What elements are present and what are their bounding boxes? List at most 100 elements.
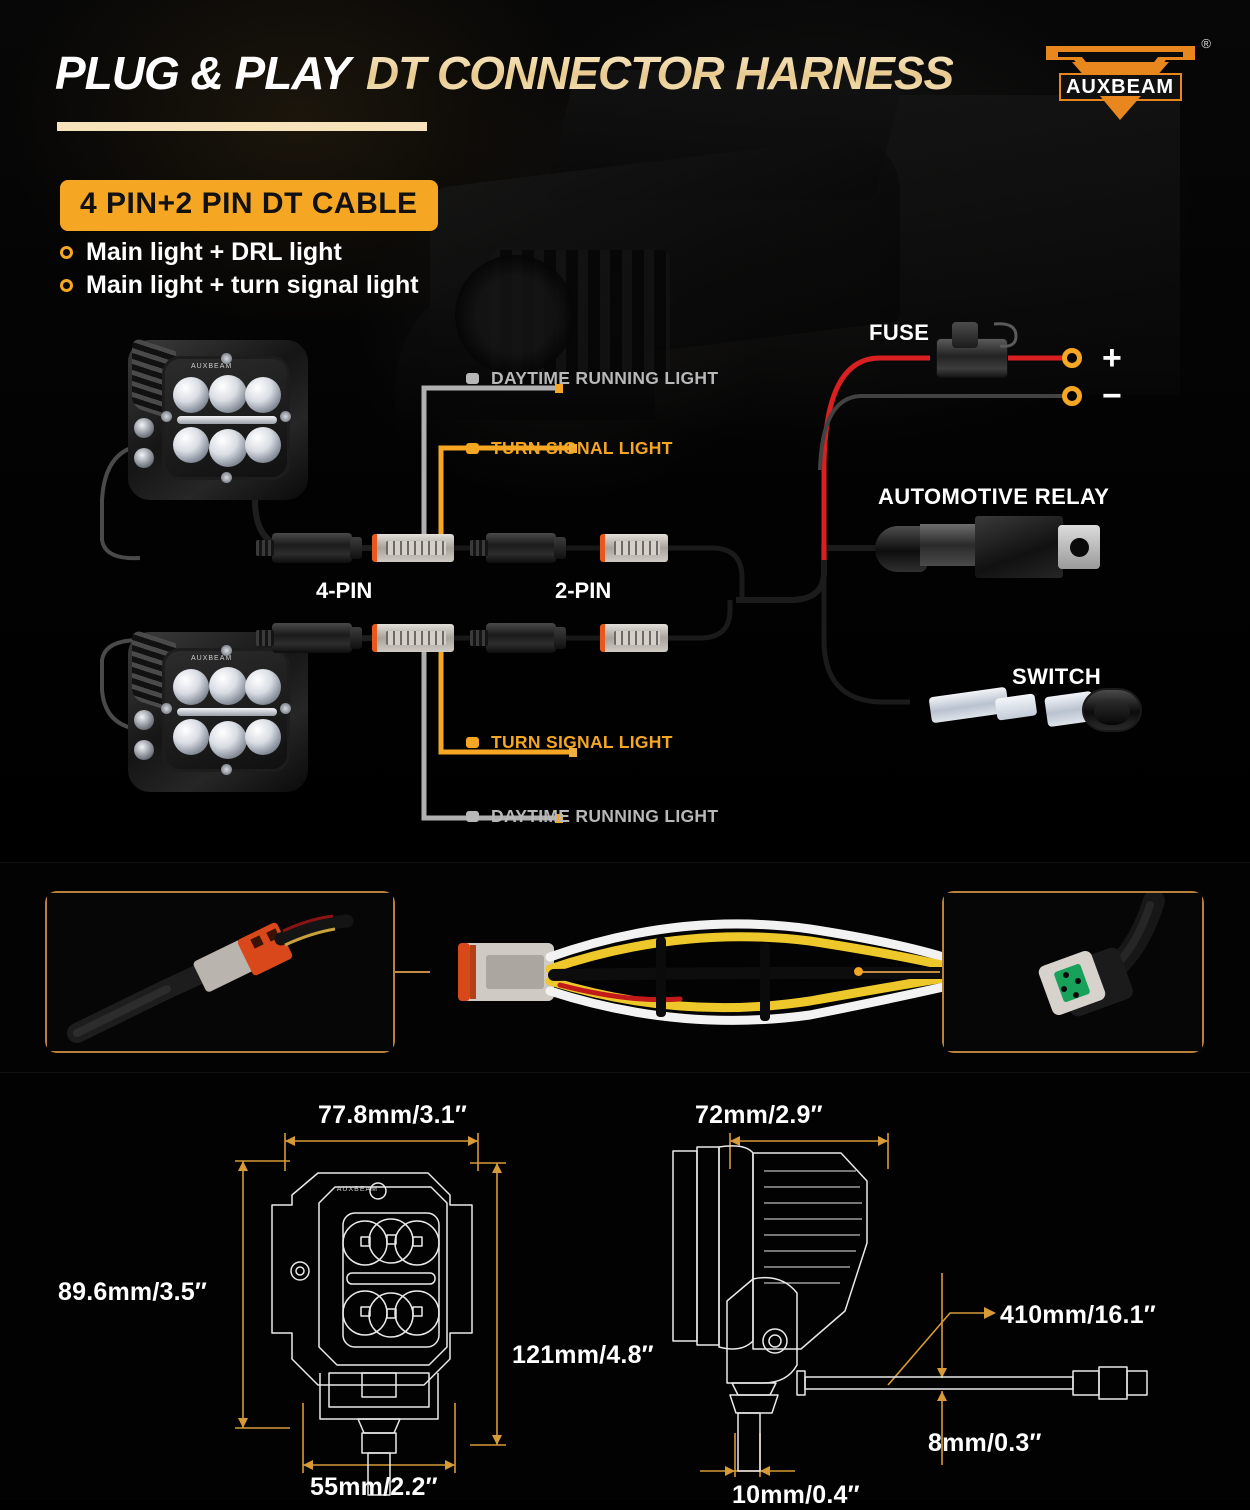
jeep-door [880, 95, 1180, 395]
page-title: PLUG & PLAY DT CONNECTOR HARNESS [55, 46, 954, 100]
square-bullet-icon [466, 373, 479, 384]
label-text: TURN SIGNAL LIGHT [491, 438, 673, 458]
relay-cable-boot [875, 526, 927, 572]
list-item: Main light + turn signal light [60, 271, 419, 300]
led-lens [209, 667, 247, 705]
connector-closeup-right [944, 890, 1202, 1051]
label-2-pin: 2-PIN [555, 578, 612, 603]
title-dt-connector-harness: DT CONNECTOR HARNESS [365, 47, 954, 99]
dim-side-cable-length: 410mm/16.1″ [1000, 1301, 1156, 1329]
connector-black-4pin-male-bottom [256, 623, 362, 653]
square-bullet-icon [466, 811, 479, 822]
bullet-label: Main light + DRL light [86, 238, 342, 266]
connector-gray-4pin-bottom [372, 624, 454, 652]
wiring-diagram-section: PLUG & PLAY DT CONNECTOR HARNESS AUXBEAM… [0, 0, 1250, 862]
connector-black-2pin-male-top [470, 533, 566, 563]
screw-icon [161, 703, 172, 714]
circle-bullet-icon [60, 279, 73, 292]
relay-body [975, 516, 1063, 578]
led-lens [209, 375, 247, 413]
connector-gray-4pin-top [372, 534, 454, 562]
label-switch: SWITCH [1012, 664, 1102, 689]
cable-type-badge: 4 PIN+2 PIN DT CABLE [60, 180, 438, 231]
pod-brand-mark: AUXBEAM [191, 363, 233, 370]
screw-icon [221, 764, 232, 775]
label-fuse: FUSE [869, 320, 930, 345]
title-underline-bar [57, 122, 427, 131]
led-lens [209, 429, 247, 467]
terminal-negative-ring [1062, 386, 1082, 406]
connector-black-4pin-male-top [256, 533, 362, 563]
led-lens [245, 719, 281, 755]
auxbeam-logo: AUXBEAM ® [1038, 36, 1211, 128]
label-text: DAYTIME RUNNING LIGHT [491, 806, 719, 826]
dimension-drawings-section: AUXBEAM 77.8mm/3.1″ 89.6mm/3.5″ 121mm/4.… [0, 1072, 1250, 1509]
leader-dot-right [854, 967, 863, 976]
relay-mount-bracket [1058, 525, 1100, 569]
screw-icon [221, 472, 232, 483]
screw-icon [280, 411, 291, 422]
led-lens [245, 427, 281, 463]
mount-knob [134, 710, 154, 730]
callout-box-right [942, 890, 1204, 1053]
dim-side-depth: 72mm/2.9″ [695, 1101, 823, 1129]
label-turn-signal-light-top: TURN SIGNAL LIGHT [466, 438, 673, 459]
connector-closeup-left [47, 893, 393, 1051]
led-pod-light-bottom: AUXBEAM [128, 628, 308, 792]
jeep-tire [455, 255, 575, 375]
connector-black-2pin-male-bottom [470, 623, 566, 653]
led-lens [173, 427, 209, 463]
label-daytime-running-light-top: DAYTIME RUNNING LIGHT [466, 368, 718, 389]
mount-knob [134, 448, 154, 468]
square-bullet-icon [466, 443, 479, 454]
leader-line-right [862, 971, 940, 973]
led-lens [245, 669, 281, 705]
harness-photo-section [0, 862, 1250, 1072]
drl-light-strip [177, 708, 277, 716]
terminal-negative-symbol: − [1102, 377, 1122, 415]
screw-icon [221, 353, 232, 364]
pod-brand-mark: AUXBEAM [191, 655, 233, 662]
led-lens [173, 377, 209, 413]
feature-bullet-list: Main light + DRL light Main light + turn… [60, 238, 419, 304]
title-plug-and-play: PLUG & PLAY [55, 47, 351, 99]
screw-icon [280, 703, 291, 714]
label-text: TURN SIGNAL LIGHT [491, 732, 673, 752]
led-lens [245, 377, 281, 413]
list-item: Main light + DRL light [60, 238, 419, 267]
mount-knob [134, 740, 154, 760]
label-daytime-running-light-bottom: DAYTIME RUNNING LIGHT [466, 806, 718, 827]
bullet-label: Main light + turn signal light [86, 271, 419, 299]
led-lens [209, 721, 247, 759]
front-view-drawing: AUXBEAM [235, 1133, 506, 1496]
dim-front-height-left: 89.6mm/3.5″ [58, 1278, 207, 1306]
connector-gray-2pin-top [600, 534, 668, 562]
fuse-cap [952, 322, 978, 348]
relay-neck [920, 524, 980, 566]
led-pod-light-top: AUXBEAM [128, 336, 308, 500]
led-lens [173, 669, 209, 705]
terminal-positive-ring [1062, 348, 1082, 368]
square-bullet-icon [466, 737, 479, 748]
screw-icon [221, 645, 232, 656]
pod-lens-face: AUXBEAM [161, 645, 291, 775]
label-4-pin: 4-PIN [316, 578, 373, 603]
dim-front-total-height: 121mm/4.8″ [512, 1341, 654, 1369]
terminal-positive-symbol: + [1102, 339, 1122, 377]
circle-bullet-icon [60, 246, 73, 259]
label-text: DAYTIME RUNNING LIGHT [491, 368, 719, 388]
drl-light-strip [177, 416, 277, 424]
registered-trademark-icon: ® [1201, 36, 1211, 51]
led-lens [173, 719, 209, 755]
svg-text:AUXBEAM: AUXBEAM [1066, 76, 1174, 98]
dim-front-width: 77.8mm/3.1″ [318, 1101, 467, 1129]
dim-side-stud-diameter: 10mm/0.4″ [732, 1481, 860, 1509]
side-view-drawing [672, 1133, 1148, 1477]
rocker-switch[interactable] [1082, 688, 1142, 732]
fuse-loop-icon [993, 322, 1018, 348]
pod-lens-face: AUXBEAM [161, 353, 291, 483]
mount-knob [134, 418, 154, 438]
screw-icon [161, 411, 172, 422]
svg-text:AUXBEAM: AUXBEAM [337, 1186, 378, 1193]
dim-front-base-width: 55mm/2.2″ [310, 1473, 438, 1501]
